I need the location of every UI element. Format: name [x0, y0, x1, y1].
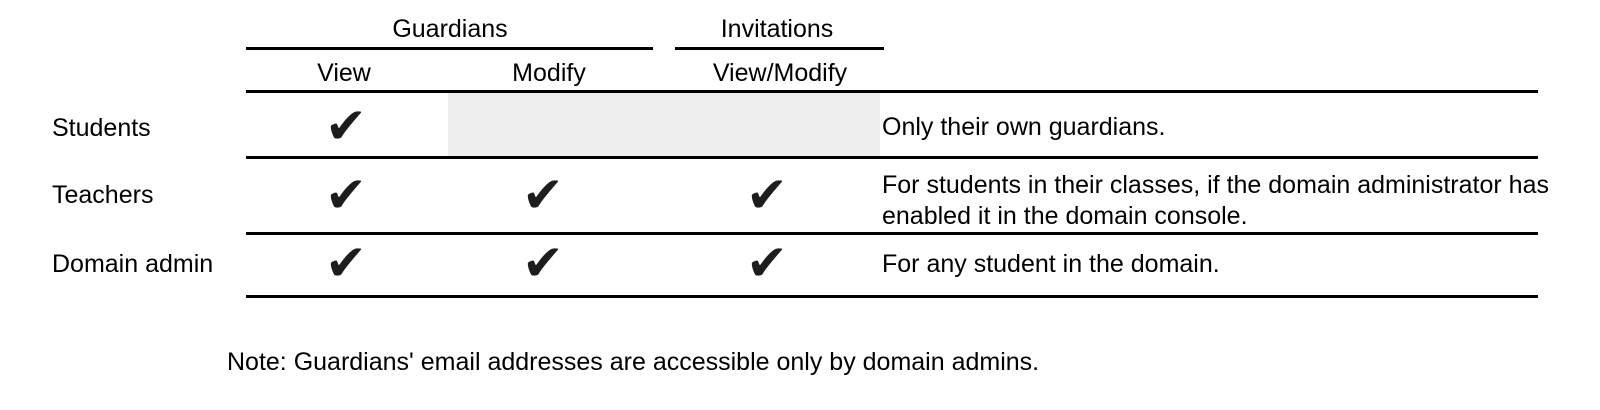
- check-icon: ✔: [522, 234, 564, 292]
- check-icon: ✔: [746, 234, 788, 292]
- guardians-group-underline: [246, 47, 653, 50]
- check-icon: ✔: [522, 166, 564, 224]
- check-icon: ✔: [325, 166, 367, 224]
- row-separator: [246, 232, 1538, 235]
- row-label-teachers: Teachers: [52, 181, 154, 209]
- invitations-group-underline: [675, 47, 884, 50]
- column-header-modify: Modify: [512, 59, 586, 87]
- disabled-cell: [448, 93, 880, 156]
- header-bottom-rule: [246, 90, 1538, 93]
- column-group-guardians-label: Guardians: [392, 15, 508, 43]
- column-group-invitations-label: Invitations: [720, 15, 834, 43]
- table-bottom-rule: [246, 295, 1538, 298]
- row-description-students: Only their own guardians.: [882, 113, 1166, 141]
- check-icon: ✔: [746, 166, 788, 224]
- row-separator: [246, 156, 1538, 159]
- column-header-view: View: [317, 59, 371, 87]
- row-description-teachers: For students in their classes, if the do…: [882, 171, 1549, 230]
- row-label-domain-admin: Domain admin: [52, 250, 214, 278]
- row-label-students: Students: [52, 114, 151, 142]
- row-description-domain-admin: For any student in the domain.: [882, 250, 1220, 278]
- column-header-view-modify: View/Modify: [712, 59, 848, 87]
- check-icon: ✔: [325, 234, 367, 292]
- check-icon: ✔: [325, 97, 367, 155]
- footnote: Note: Guardians' email addresses are acc…: [227, 348, 1040, 376]
